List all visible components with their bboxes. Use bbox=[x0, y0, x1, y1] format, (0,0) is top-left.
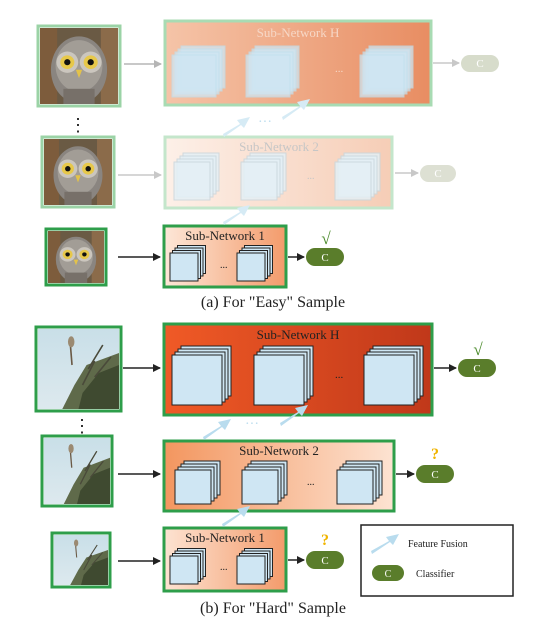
easy-1-dots: ... bbox=[220, 260, 228, 271]
legend-classifier-symbol-label: C bbox=[385, 569, 392, 580]
hard-row-h: Sub-Network H ... C √ bbox=[34, 322, 496, 417]
feature-map-layer bbox=[171, 354, 223, 406]
easy-2-feature-maps bbox=[173, 152, 381, 201]
easy-vertical-dots: ⋮ bbox=[69, 115, 87, 135]
legend-feature-fusion-label: Feature Fusion bbox=[408, 539, 468, 550]
hard-vertical-dots: ⋮ bbox=[73, 416, 91, 436]
owl-image-medium bbox=[44, 139, 112, 205]
feature-map-layer bbox=[236, 555, 266, 585]
legend-box bbox=[360, 524, 514, 597]
hard-fusion-arrow-2-up bbox=[203, 419, 231, 440]
hard-h-check-mark: √ bbox=[473, 340, 483, 359]
hard-fusion-arrow-to-h bbox=[280, 405, 308, 426]
feature-map-layer bbox=[173, 161, 211, 201]
hard-sub-network-2-label: Sub-Network 2 bbox=[239, 443, 319, 458]
easy-sub-network-2-label: Sub-Network 2 bbox=[239, 139, 319, 154]
easy-fusion-arrow-1-2 bbox=[223, 205, 250, 225]
easy-input-image-small bbox=[44, 227, 108, 287]
hard-row-2: Sub-Network 2 ... C ? bbox=[40, 434, 454, 513]
easy-fusion-dots: ··· bbox=[258, 115, 272, 130]
easy-2-classifier bbox=[420, 165, 456, 182]
easy-2-classifier-label: C bbox=[434, 168, 441, 180]
feature-map-layer bbox=[241, 469, 279, 505]
legend-feature-fusion-arrow bbox=[371, 534, 399, 554]
hard-2-feature-maps bbox=[174, 460, 383, 505]
hard-2-question-mark: ? bbox=[431, 446, 439, 463]
feature-map-layer bbox=[236, 252, 266, 282]
hard-1-question-mark: ? bbox=[321, 532, 329, 549]
feature-map-layer bbox=[171, 54, 217, 98]
feature-map-layer bbox=[253, 354, 305, 406]
hard-h-classifier bbox=[458, 359, 496, 377]
easy-sub-network-h-label: Sub-Network H bbox=[257, 25, 340, 40]
hard-caption: (b) For "Hard" Sample bbox=[200, 600, 346, 617]
easy-sub-network-1-label: Sub-Network 1 bbox=[185, 228, 265, 243]
easy-row-h: Sub-Network H ... C bbox=[36, 19, 499, 108]
feature-map-layer bbox=[169, 555, 199, 585]
bird-image-medium bbox=[43, 437, 111, 505]
hard-input-image-medium bbox=[40, 434, 114, 508]
easy-2-dots: ... bbox=[307, 171, 315, 182]
hard-row-1: Sub-Network 1 ... C ? bbox=[50, 526, 344, 593]
easy-1-classifier-label: C bbox=[321, 252, 328, 264]
easy-fusion-arrow-2-up bbox=[223, 117, 250, 137]
easy-h-dots: ... bbox=[335, 63, 344, 75]
hard-h-classifier-label: C bbox=[473, 363, 480, 375]
hard-h-dots: ... bbox=[335, 369, 344, 381]
easy-h-feature-maps bbox=[171, 45, 414, 98]
bird-image-large bbox=[37, 328, 120, 410]
legend-classifier-label: Classifier bbox=[416, 569, 455, 580]
legend: Feature Fusion C Classifier bbox=[360, 524, 514, 597]
hard-1-classifier-label: C bbox=[321, 555, 328, 567]
easy-fusion-arrow-to-h bbox=[282, 99, 310, 120]
bird-image-small bbox=[53, 534, 109, 586]
hard-1-classifier bbox=[306, 551, 344, 569]
easy-caption: (a) For "Easy" Sample bbox=[201, 294, 345, 311]
easy-input-image-large bbox=[36, 24, 122, 108]
hard-1-feature-maps bbox=[169, 548, 273, 585]
easy-1-check-mark: √ bbox=[321, 229, 331, 248]
owl-image-large bbox=[40, 28, 118, 104]
easy-row-2: Sub-Network 2 ... C bbox=[40, 135, 456, 210]
owl-image-small bbox=[48, 231, 104, 283]
feature-map-layer bbox=[245, 54, 291, 98]
hard-2-dots: ... bbox=[307, 477, 315, 488]
easy-h-classifier bbox=[461, 55, 499, 72]
feature-map-layer bbox=[334, 161, 372, 201]
hard-fusion-arrows: ··· bbox=[203, 405, 308, 527]
easy-fusion-arrows: ··· bbox=[223, 99, 310, 225]
hard-fusion-arrow-1-2 bbox=[222, 506, 250, 527]
feature-map-layer bbox=[174, 469, 212, 505]
hard-input-image-large bbox=[34, 325, 123, 413]
feature-map-layer bbox=[336, 469, 374, 505]
hard-sub-network-h-label: Sub-Network H bbox=[257, 327, 340, 342]
easy-h-classifier-label: C bbox=[476, 58, 483, 70]
feature-map-layer bbox=[363, 354, 415, 406]
hard-1-dots: ... bbox=[220, 562, 228, 573]
hard-input-image-small bbox=[50, 531, 112, 589]
hard-2-classifier bbox=[416, 465, 454, 483]
easy-1-classifier bbox=[306, 248, 344, 266]
feature-map-layer bbox=[359, 54, 405, 98]
feature-map-layer bbox=[169, 252, 199, 282]
hard-2-classifier-label: C bbox=[431, 469, 438, 481]
easy-1-feature-maps bbox=[169, 245, 273, 282]
easy-row-1: Sub-Network 1 ... C √ bbox=[44, 224, 344, 289]
easy-input-image-medium bbox=[40, 135, 116, 209]
legend-classifier-symbol bbox=[372, 565, 404, 581]
hard-h-feature-maps bbox=[171, 345, 424, 406]
hard-sub-network-1-label: Sub-Network 1 bbox=[185, 530, 265, 545]
hard-fusion-dots: ··· bbox=[245, 417, 259, 432]
feature-map-layer bbox=[240, 161, 278, 201]
